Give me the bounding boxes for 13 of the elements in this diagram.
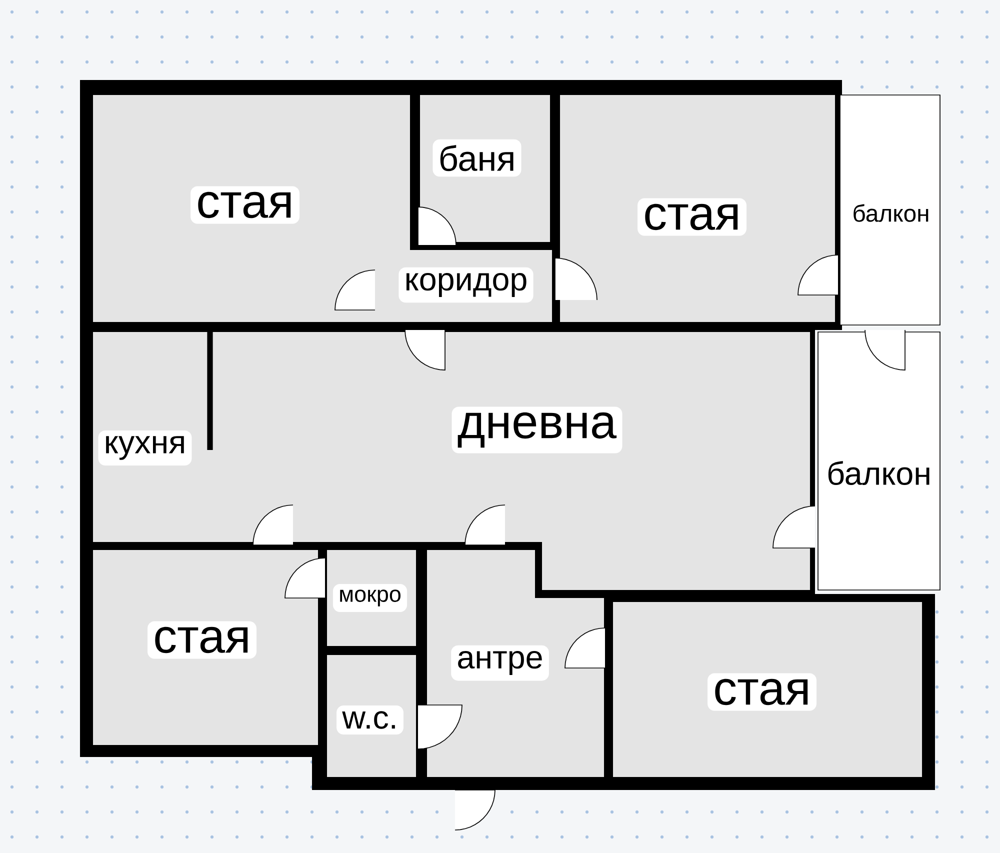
room-label: стая — [638, 198, 746, 236]
room-label: балкон — [846, 198, 936, 228]
room-label: дневна — [452, 406, 622, 454]
room-label: балкон — [820, 455, 938, 491]
room-label: кухня — [98, 430, 192, 466]
room-label: w.c. — [336, 706, 404, 734]
room-label: коридор — [398, 267, 534, 303]
room-label: баня — [432, 139, 522, 177]
room-label: мокро — [332, 584, 408, 612]
room-label: стая — [148, 621, 256, 659]
room-label: стая — [190, 186, 300, 224]
room-label: стая — [708, 673, 816, 711]
room-label: антре — [451, 645, 549, 681]
